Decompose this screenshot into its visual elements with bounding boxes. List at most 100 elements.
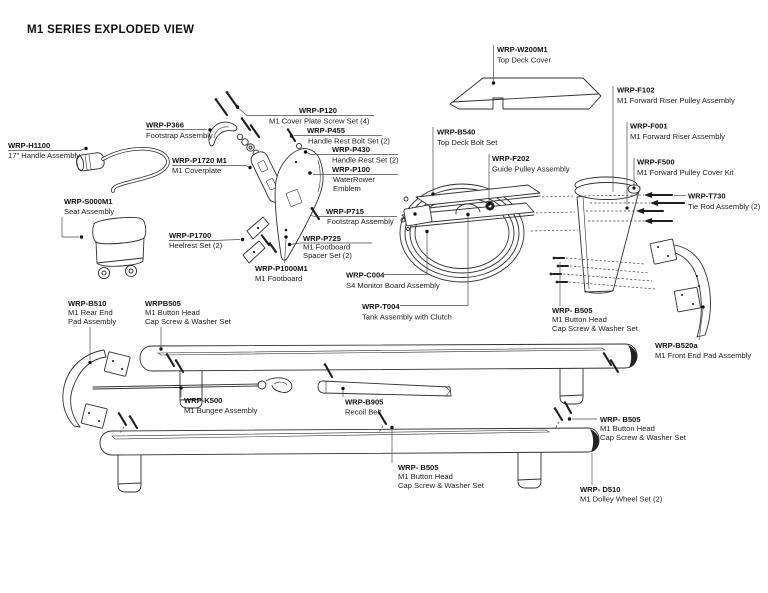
label-wrp-p725: WRP-P725 M1 Footboard Spacer Set (2) — [303, 234, 352, 260]
part-desc: M1 Bungee Assembly — [184, 406, 258, 415]
label-wrp-k500: WRP-K500 M1 Bungee Assembly — [184, 396, 258, 415]
label-wrp-s000m1: WRP-S000M1 Seat Assembly — [64, 197, 114, 216]
label-wrp-b505-front: WRP- B505 M1 Button Head Cap Screw & Was… — [600, 415, 687, 442]
part-code: WRP-P1700 — [169, 231, 211, 240]
part-code: WRP-B540 — [437, 128, 475, 137]
part-code: WRP-P715 — [326, 207, 365, 216]
label-wrp-p1720: WRP-P1720 M1 M1 Coverplate — [172, 156, 228, 175]
part-code: WRPB505 — [145, 299, 182, 308]
front-end-pad-drawing — [649, 238, 711, 338]
part-code: WRP-P366 — [146, 121, 184, 130]
part-desc: M1 Forward Pulley Cover Kit — [637, 168, 735, 177]
part-code: WRP- D510 — [580, 485, 621, 494]
label-wrp-b505-bottom: WRP- B505 M1 Button Head Cap Screw & Was… — [398, 463, 485, 490]
recoil-belt-drawing — [317, 380, 452, 397]
part-code: WRP-F202 — [492, 154, 530, 163]
part-code: WRP-F500 — [637, 158, 675, 167]
part-desc: Emblem — [333, 184, 361, 193]
part-code: WRP-P455 — [307, 126, 346, 135]
part-code: WRP-F102 — [617, 86, 655, 95]
handle-assembly-drawing — [76, 147, 170, 193]
part-desc: Seat Assembly — [64, 207, 114, 216]
label-wrp-p120: WRP-P120 M1 Cover Plate Screw Set (4) — [269, 106, 370, 126]
label-wrp-b505-riser: WRP- B505 M1 Button Head Cap Screw & Was… — [552, 306, 639, 333]
label-wrp-p100: WRP-P100 WaterRower Emblem — [332, 165, 375, 193]
part-code: WRP-P725 — [303, 234, 342, 243]
rear-end-pad-drawing — [62, 349, 131, 429]
label-wrpb505-rear: WRPB505 M1 Button Head Cap Screw & Washe… — [145, 299, 232, 326]
part-code: WRP-P120 — [299, 106, 337, 115]
part-desc: S4 Monitor Board Assembly — [346, 281, 440, 290]
part-code: WRP-W200M1 — [497, 45, 548, 54]
label-wrp-p455: WRP-P455 Handle Rest Bolt Set (2) — [307, 126, 390, 146]
part-code: WRP-H1100 — [8, 141, 50, 150]
part-code: WRP-C004 — [346, 271, 385, 280]
label-wrp-f001: WRP-F001 M1 Forward Riser Assembly — [630, 122, 725, 142]
part-desc: M1 Footboard — [255, 274, 302, 283]
label-wrp-p1000m1: WRP-P1000M1 M1 Footboard — [255, 264, 309, 283]
part-desc: M1 Forward Riser Pulley Assembly — [617, 96, 735, 105]
riser-screw-set — [549, 256, 656, 290]
part-code: WRP-S000M1 — [64, 197, 113, 206]
part-desc: Tank Assembly with Clutch — [362, 313, 452, 322]
part-code: WRP- B505 — [552, 306, 593, 315]
part-desc: M1 Button Head — [600, 424, 655, 433]
part-desc: Cap Screw & Washer Set — [552, 324, 639, 333]
page-title: M1 SERIES EXPLODED VIEW — [27, 24, 194, 36]
part-desc: M1 Coverplate — [172, 166, 221, 175]
part-desc: Top Deck Cover — [497, 56, 551, 65]
label-wrp-b540: WRP-B540 Top Deck Bolt Set — [437, 128, 498, 148]
footboard-assembly-drawing — [208, 91, 324, 264]
part-desc: M1 Rear End — [68, 308, 113, 317]
leader-lines — [8, 45, 705, 485]
label-wrp-d510: WRP- D510 M1 Dolley Wheel Set (2) — [580, 485, 663, 504]
part-desc: Pad Assembly — [68, 317, 116, 326]
part-desc: Handle Rest Set (2) — [332, 156, 399, 165]
part-code: WRP-B905 — [345, 398, 384, 407]
part-desc: M1 Button Head — [552, 315, 607, 324]
label-wrp-f202: WRP-F202 Guide Pulley Assembly — [492, 154, 570, 174]
bungee-assembly-drawing — [92, 377, 293, 393]
part-desc: Spacer Set (2) — [303, 251, 352, 260]
part-code: WRP- B505 — [398, 463, 439, 472]
tie-rod-set-drawing — [579, 192, 686, 224]
part-desc: M1 Cover Plate Screw Set (4) — [269, 117, 370, 126]
seat-assembly-drawing — [92, 216, 147, 280]
part-desc: 17" Handle Assembly — [8, 151, 80, 160]
part-desc: Top Deck Bolt Set — [437, 138, 498, 147]
footboard-part — [274, 148, 324, 261]
part-code: WRP-P430 — [332, 145, 370, 154]
label-wrp-w200m1: WRP-W200M1 Top Deck Cover — [497, 45, 551, 65]
label-wrp-f102: WRP-F102 M1 Forward Riser Pulley Assembl… — [617, 86, 735, 106]
upper-deck — [415, 184, 541, 206]
part-desc: WaterRower — [333, 175, 375, 184]
label-wrp-b510: WRP-B510 M1 Rear End Pad Assembly — [68, 299, 116, 326]
part-code: WRP-T730 — [688, 192, 726, 201]
bottom-rail-drawing — [99, 401, 600, 493]
part-desc: M1 Forward Riser Assembly — [630, 132, 725, 141]
part-desc: Footstrap Assembly — [146, 131, 213, 140]
part-code: WRP-K500 — [184, 396, 222, 405]
label-wrp-b520a: WRP-B520a M1 Front End Pad Assembly — [655, 341, 751, 360]
label-wrp-p1700: WRP-P1700 Heelrest Set (2) — [169, 231, 223, 250]
part-desc: Cap Screw & Washer Set — [600, 433, 687, 442]
part-desc: Handle Rest Bolt Set (2) — [308, 137, 390, 146]
part-code: WRP-P1000M1 — [255, 264, 309, 273]
part-desc: Tie Rod Assembly (2) — [688, 202, 761, 211]
part-desc: M1 Front End Pad Assembly — [655, 351, 751, 360]
part-desc: Cap Screw & Washer Set — [145, 317, 232, 326]
label-wrp-t004: WRP-T004 Tank Assembly with Clutch — [362, 302, 452, 322]
part-desc: Heelrest Set (2) — [169, 241, 223, 250]
top-deck-cover-drawing — [449, 77, 602, 110]
part-code: WRP-F001 — [630, 122, 668, 131]
label-wrp-p430: WRP-P430 Handle Rest Set (2) — [332, 145, 399, 165]
footstrap-part — [208, 121, 238, 147]
part-desc: Guide Pulley Assembly — [492, 165, 570, 174]
label-wrp-t730: WRP-T730 Tie Rod Assembly (2) — [688, 192, 761, 212]
label-wrp-h1100: WRP-H1100 17" Handle Assembly — [8, 141, 80, 160]
part-desc: Footstrap Assembly — [327, 217, 394, 226]
part-code: WRP-B520a — [655, 341, 698, 350]
part-desc: M1 Button Head — [398, 472, 453, 481]
label-wrp-p366: WRP-P366 Footstrap Assembly — [146, 121, 213, 141]
